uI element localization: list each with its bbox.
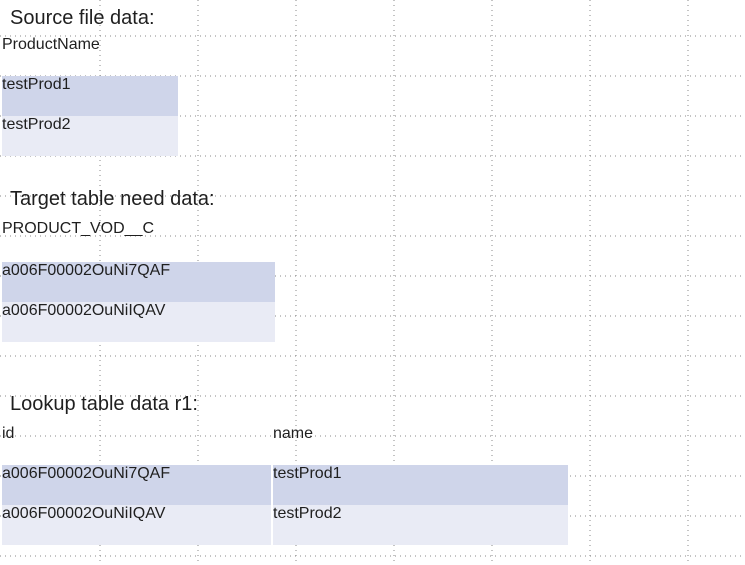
column-divider [271, 505, 273, 545]
source-caption: Source file data: [10, 7, 155, 29]
lookup-cell-name: testProd2 [273, 505, 568, 545]
lookup-header-row: id name [2, 425, 568, 463]
target-row-2: a006F00002OuNiIQAV [2, 302, 275, 342]
source-header: ProductName [2, 36, 100, 53]
lookup-cell-id: a006F00002OuNi7QAF [2, 465, 271, 505]
target-row-1: a006F00002OuNi7QAF [2, 262, 275, 302]
column-divider [271, 425, 273, 463]
source-row-1: testProd1 [2, 76, 178, 116]
lookup-header-id: id [2, 425, 15, 442]
lookup-cell-name: testProd1 [273, 465, 568, 505]
column-divider [271, 465, 273, 505]
lookup-row-1: a006F00002OuNi7QAF testProd1 [2, 465, 568, 505]
lookup-row-2: a006F00002OuNiIQAV testProd2 [2, 505, 568, 545]
lookup-table: id name a006F00002OuNi7QAF testProd1 a00… [2, 425, 568, 545]
lookup-cell-id: a006F00002OuNiIQAV [2, 505, 271, 545]
target-caption: Target table need data: [10, 188, 215, 210]
target-header: PRODUCT_VOD__C [2, 220, 155, 237]
lookup-caption: Lookup table data r1: [10, 393, 198, 415]
source-row-2: testProd2 [2, 116, 178, 156]
lookup-header-name: name [273, 425, 314, 442]
source-table: ProductName testProd1 testProd2 [2, 36, 178, 156]
target-table: PRODUCT_VOD__C a006F00002OuNi7QAF a006F0… [2, 220, 275, 342]
